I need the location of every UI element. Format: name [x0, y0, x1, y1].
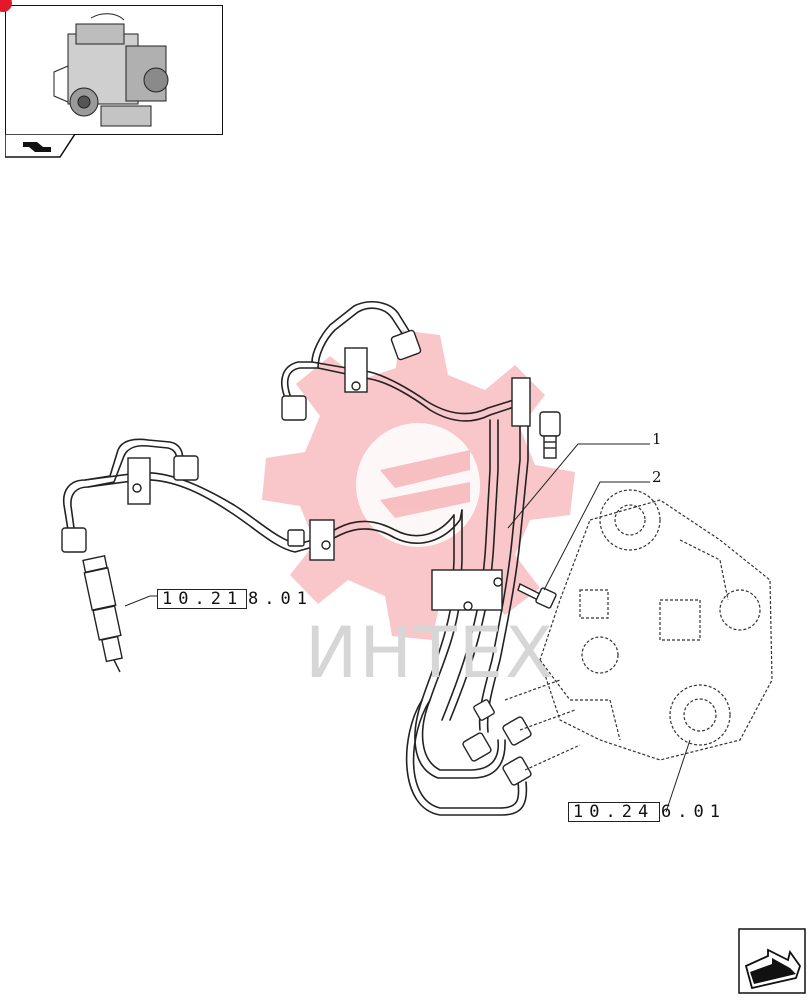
page-tab[interactable]	[5, 134, 75, 158]
corner-marker	[0, 0, 12, 12]
injector	[82, 555, 123, 673]
reference-box-2[interactable]: 10.24	[568, 802, 660, 822]
callout-2: 2	[652, 468, 662, 486]
banjo-fitting	[539, 411, 561, 459]
leader-lines	[124, 443, 691, 813]
reference-tail-2[interactable]: 6.01	[661, 802, 726, 822]
reference-box-1[interactable]: 10.21	[157, 589, 247, 609]
injection-pipes	[62, 301, 529, 816]
next-page-button[interactable]	[738, 928, 806, 994]
next-page-arrow-icon	[738, 928, 806, 994]
pipe-clamps	[127, 347, 531, 611]
watermark-text: ИНТЕХ	[305, 612, 555, 694]
engine-icon	[53, 13, 169, 127]
union-nuts	[61, 329, 532, 786]
reference-tail-1[interactable]: 8.01	[248, 589, 313, 609]
engine-thumbnail[interactable]	[5, 5, 223, 135]
callout-1: 1	[652, 430, 662, 448]
page-tab-arrow-icon	[5, 134, 75, 158]
bolt	[517, 583, 557, 609]
injection-pump	[504, 489, 773, 771]
